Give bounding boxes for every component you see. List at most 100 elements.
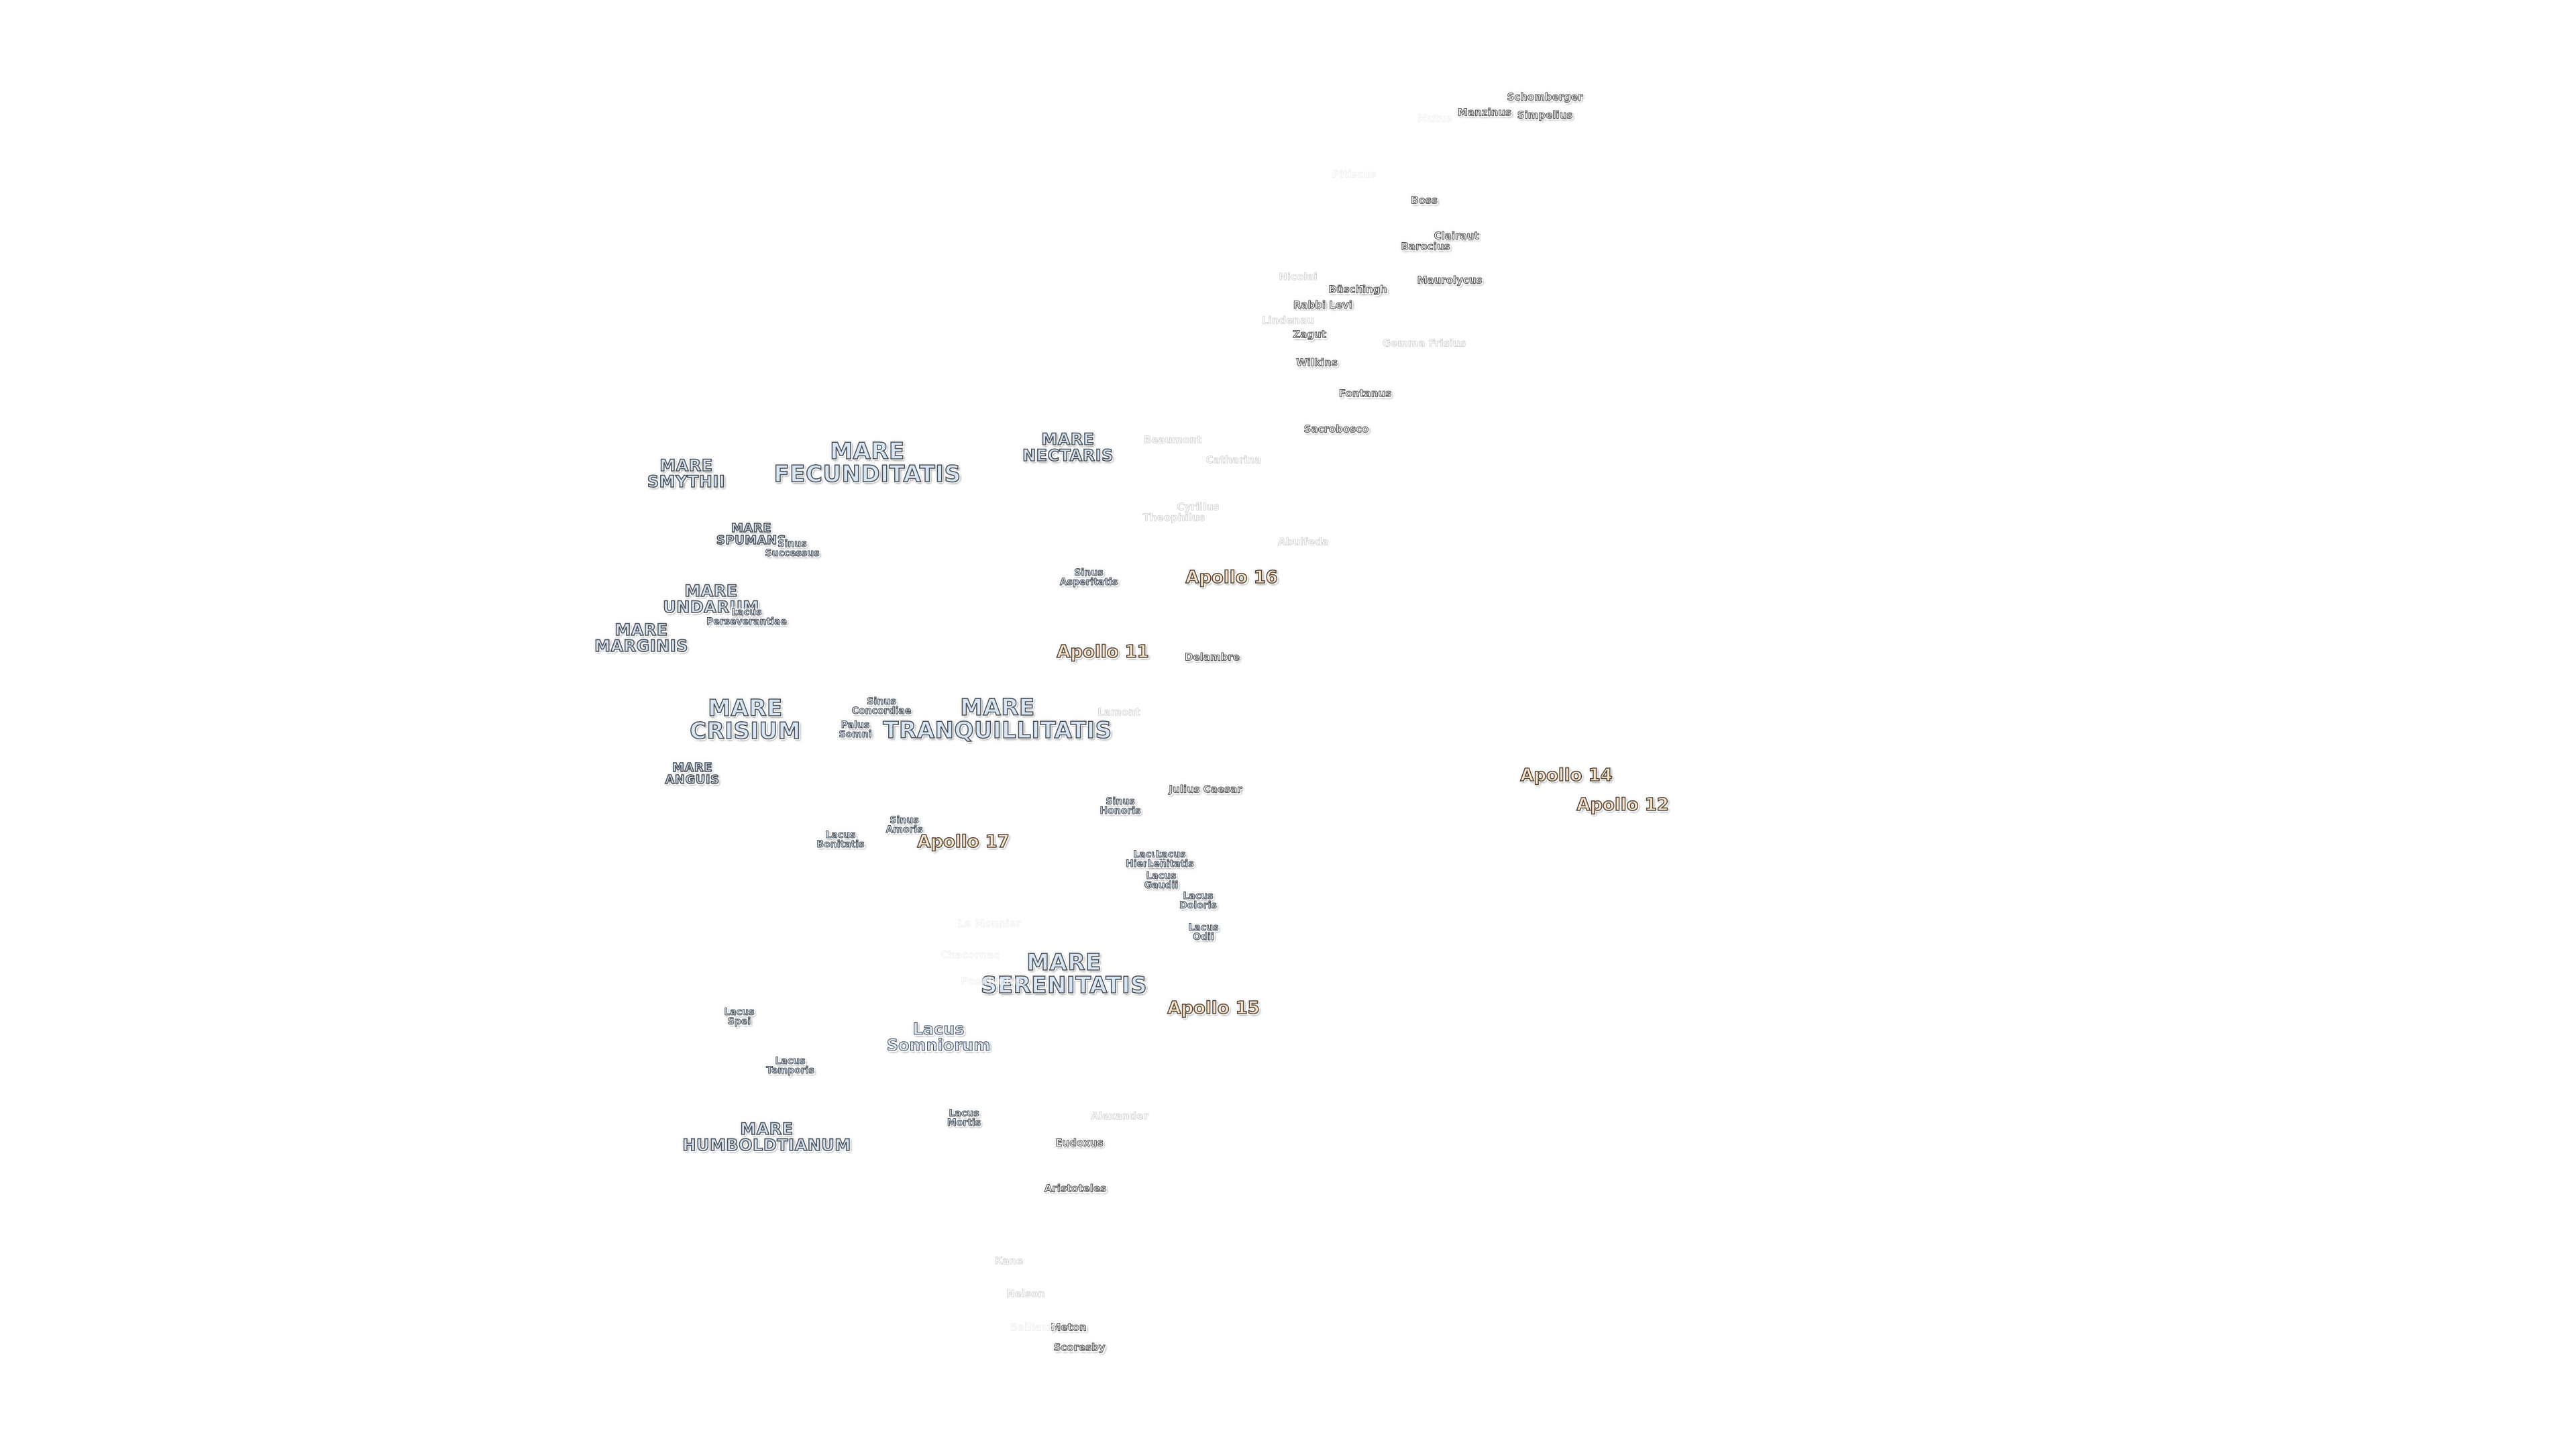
- label-line: Mortis: [947, 1118, 981, 1128]
- label-line: Apollo 15: [1167, 998, 1260, 1018]
- label-line: Nelson: [1006, 1287, 1045, 1300]
- apollo-15-label: Apollo 15: [1167, 998, 1260, 1018]
- label-line: Apollo 17: [916, 832, 1010, 852]
- barocius-label: Barocius: [1401, 240, 1450, 253]
- label-line: Clairaut: [1434, 229, 1479, 242]
- label-line: Fontanus: [1338, 387, 1392, 400]
- pitiscus-label: Pitiscus: [1332, 169, 1377, 180]
- label-line: Lacus: [1188, 922, 1219, 933]
- manzinus-label: Manzinus: [1458, 107, 1512, 118]
- label-line: Boss: [1411, 194, 1438, 207]
- label-line: MARE: [740, 1120, 794, 1138]
- apollo-16-label: Apollo 16: [1185, 568, 1278, 588]
- label-line: MARE: [1026, 949, 1102, 976]
- nelson-label: Nelson: [1006, 1289, 1045, 1299]
- gemma-frisius-label: Gemma Frisius: [1382, 337, 1466, 350]
- label-line: Amoris: [885, 824, 923, 835]
- label-line: Delambre: [1185, 651, 1240, 663]
- label-line: Lacus: [912, 1020, 965, 1038]
- label-line: Le Monnier: [957, 917, 1022, 930]
- schomberger-label: Schomberger: [1507, 92, 1583, 103]
- label-line: NECTARIS: [1022, 446, 1114, 465]
- maurolycus-label: Maurolycus: [1417, 274, 1483, 286]
- lamont-label: Lamont: [1097, 706, 1140, 718]
- label-line: MARE: [659, 456, 713, 475]
- label-line: TRANQUILLITATIS: [883, 717, 1112, 744]
- wilkins-label: Wilkins: [1296, 358, 1338, 368]
- label-line: Meton: [1051, 1321, 1087, 1334]
- label-line: Lacus: [949, 1108, 979, 1119]
- label-line: Catharina: [1205, 453, 1262, 466]
- label-line: Lacus: [1183, 891, 1214, 902]
- label-line: Alexander: [1091, 1110, 1148, 1122]
- label-line: Scoresby: [1053, 1341, 1106, 1354]
- label-line: Lacus: [775, 1056, 806, 1067]
- label-line: SMYTHII: [647, 472, 726, 491]
- label-line: Bonitatis: [816, 839, 865, 850]
- label-line: CRISIUM: [689, 718, 801, 745]
- label-line: Lacus: [1133, 849, 1164, 860]
- posidonius-label: Posidonius: [961, 975, 1022, 987]
- label-line: Maurolycus: [1417, 274, 1483, 286]
- label-line: Hiemalis: [1126, 859, 1172, 869]
- julius-caesar-label: Julius Caesar: [1169, 784, 1242, 795]
- chacornac-label: Chacornac: [941, 950, 1000, 961]
- label-line: MARE: [614, 621, 668, 639]
- label-line: MARE: [959, 694, 1035, 721]
- catharina-label: Catharina: [1205, 453, 1262, 466]
- label-line: Baillaud: [1010, 1321, 1057, 1334]
- baillaud-label: Baillaud: [1010, 1321, 1057, 1334]
- mutus-label: Mutus: [1417, 113, 1453, 124]
- label-line: Lacus: [724, 1007, 755, 1018]
- label-line: Sacrobosco: [1303, 423, 1369, 435]
- alexander-label: Alexander: [1091, 1110, 1148, 1122]
- label-line: Gemma Frisius: [1382, 337, 1466, 350]
- label-line: SERENITATIS: [980, 972, 1148, 999]
- label-line: Zagut: [1293, 328, 1327, 341]
- label-line: UNDARUM: [663, 598, 759, 616]
- theophilus-label: Theophilus: [1142, 511, 1205, 524]
- label-line: Somniorum: [886, 1036, 991, 1055]
- label-line: Temporis: [766, 1065, 814, 1076]
- label-line: Sinus: [890, 815, 919, 826]
- le-monnier-label: Le Monnier: [957, 917, 1022, 930]
- zagut-label: Zagut: [1293, 328, 1327, 341]
- label-line: Odii: [1193, 932, 1215, 943]
- label-line: Posidonius: [961, 975, 1022, 987]
- delambre-label: Delambre: [1185, 651, 1240, 663]
- label-line: Kane: [994, 1254, 1024, 1267]
- label-line: Aristoteles: [1044, 1182, 1107, 1195]
- label-line: Theophilus: [1142, 511, 1205, 524]
- label-line: Apollo 16: [1185, 568, 1278, 588]
- label-line: MARE: [731, 521, 771, 535]
- label-line: Lamont: [1097, 706, 1140, 718]
- label-line: Lenitatis: [1147, 859, 1194, 869]
- meton-label: Meton: [1051, 1321, 1087, 1334]
- label-line: ANGUIS: [665, 773, 720, 787]
- label-line: Barocius: [1401, 240, 1450, 253]
- label-line: Nicolai: [1279, 270, 1318, 283]
- label-line: Eudoxus: [1055, 1136, 1104, 1149]
- label-line: Rabbi Levi: [1293, 299, 1353, 311]
- clairaut-label: Clairaut: [1434, 231, 1479, 241]
- label-line: Simpelius: [1517, 109, 1573, 121]
- label-line: Beaumont: [1143, 433, 1202, 446]
- label-line: Sinus: [867, 696, 896, 707]
- apollo-14-label: Apollo 14: [1519, 766, 1613, 785]
- apollo-11-label: Apollo 11: [1056, 643, 1149, 661]
- boss-label: Boss: [1411, 194, 1438, 207]
- label-line: SPUMANS: [716, 533, 787, 547]
- label-line: MARE: [1041, 430, 1095, 449]
